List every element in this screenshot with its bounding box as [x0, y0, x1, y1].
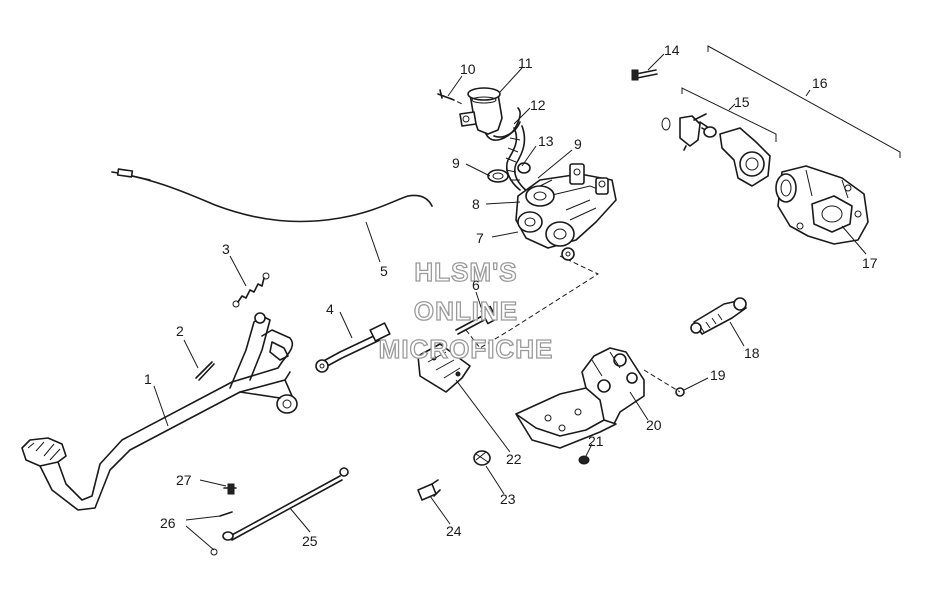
assembly-lines	[449, 97, 681, 393]
part-bolt-24[interactable]	[417, 479, 441, 501]
callout-4: 4	[326, 301, 334, 317]
callout-2: 2	[176, 323, 184, 339]
part-bolt-6[interactable]	[455, 305, 498, 335]
callout-23: 23	[500, 491, 516, 507]
group-bracket-16	[707, 45, 901, 158]
callout-12: 12	[530, 97, 546, 113]
part-bracket-20[interactable]	[515, 347, 645, 449]
callout-19: 19	[710, 367, 726, 383]
part-bushing-23[interactable]	[473, 450, 491, 466]
part-brake-pedal[interactable]	[21, 329, 298, 511]
callout-22: 22	[506, 451, 522, 467]
callout-15: 15	[734, 94, 750, 110]
callout-3: 3	[222, 241, 230, 257]
part-housing-17[interactable]	[775, 165, 869, 245]
callout-8: 8	[472, 196, 480, 212]
callout-24: 24	[446, 523, 462, 539]
callout-labels: 1 2 3 4 5 6 7 8 9 9 10 11 12 13 14 15 16…	[144, 42, 878, 549]
callout-16: 16	[812, 75, 828, 91]
callout-14: 14	[664, 42, 680, 58]
part-rod-25[interactable]	[222, 467, 349, 541]
callout-18: 18	[744, 345, 760, 361]
part-fitting-13[interactable]	[517, 162, 531, 174]
watermark-line-3: MICROFICHE	[379, 334, 554, 364]
callout-10: 10	[460, 61, 476, 77]
part-reservoir[interactable]	[459, 87, 503, 135]
part-linkage-15[interactable]	[661, 113, 771, 187]
callout-11: 11	[518, 55, 533, 71]
part-hose-clamp-9[interactable]	[487, 169, 509, 183]
callout-20: 20	[646, 417, 662, 433]
callout-25: 25	[302, 533, 318, 549]
watermark-line-2: ONLINE	[414, 296, 518, 326]
callout-1: 1	[144, 371, 152, 387]
part-mounting-plate[interactable]	[417, 343, 471, 393]
part-pin-27[interactable]	[223, 483, 237, 495]
callout-26: 26	[160, 515, 176, 531]
callout-27: 27	[176, 472, 192, 488]
part-shaft-18[interactable]	[690, 297, 747, 335]
group-bracket-15	[681, 87, 777, 142]
part-master-cylinder[interactable]	[515, 163, 617, 261]
callout-17: 17	[862, 255, 878, 271]
callout-5: 5	[380, 263, 388, 279]
part-brake-cable[interactable]	[111, 168, 433, 223]
part-pin[interactable]	[195, 361, 215, 381]
part-cotter-pin-26[interactable]	[210, 511, 233, 556]
callout-6: 6	[472, 277, 480, 293]
part-nut-21[interactable]	[578, 455, 590, 465]
callout-7: 7	[476, 230, 484, 246]
callout-9-left: 9	[452, 155, 460, 171]
part-reservoir-hose[interactable]	[485, 107, 529, 193]
part-return-spring[interactable]	[232, 272, 270, 308]
watermark: HLSM'S ONLINE MICROFICHE	[378, 256, 554, 364]
callout-9-right: 9	[574, 136, 582, 152]
part-push-rod[interactable]	[269, 322, 391, 373]
part-pedal-upper-arm[interactable]	[229, 312, 271, 389]
callout-21: 21	[588, 433, 604, 449]
part-bolt-14[interactable]	[631, 69, 658, 81]
callout-13: 13	[538, 133, 554, 149]
leader-lines	[153, 53, 867, 551]
watermark-line-1: HLSM'S	[414, 257, 517, 287]
